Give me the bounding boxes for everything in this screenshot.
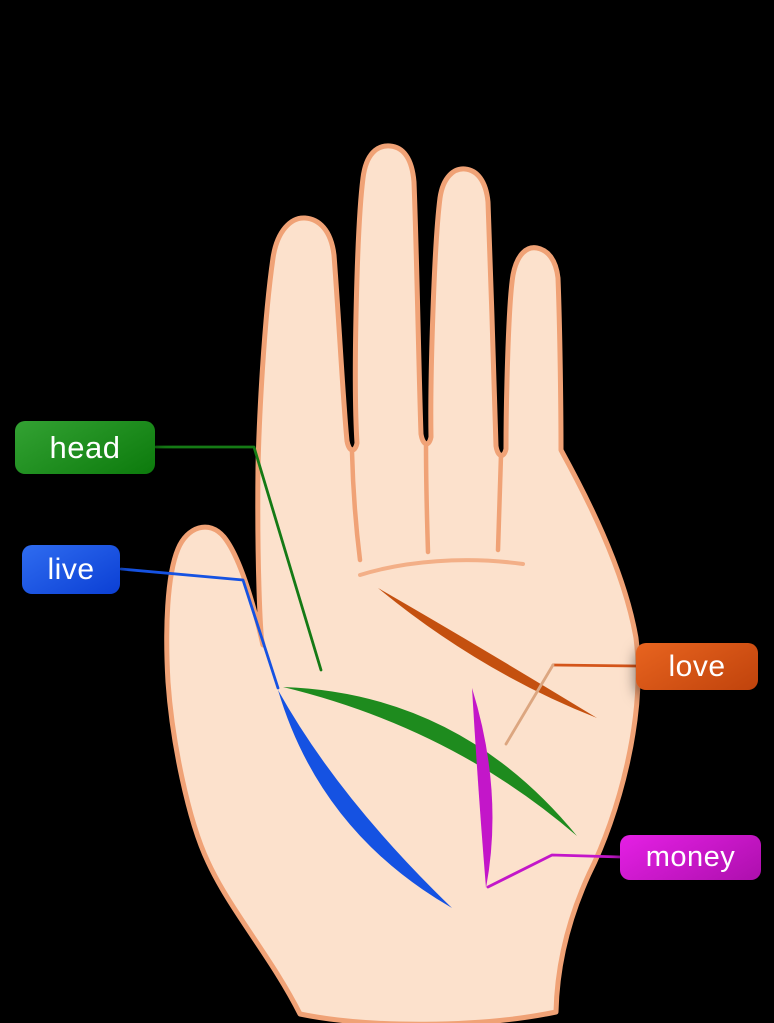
live-label-text: live (47, 552, 95, 586)
love-label: love (636, 643, 758, 690)
finger-crease-index-middle (349, 449, 363, 563)
money-label: money (620, 835, 761, 880)
live-label: live (22, 545, 120, 594)
love-label-text: love (668, 649, 726, 683)
money-label-text: money (645, 841, 736, 873)
hand-shape (164, 143, 641, 1023)
head-label: head (15, 421, 155, 474)
palm-top-crease (358, 558, 525, 577)
head-connector-line (154, 445, 323, 672)
money-connector-line (486, 853, 623, 889)
love-connector-line-on-palm (504, 663, 555, 746)
finger-crease-middle-ring (423, 441, 431, 555)
head-label-text: head (49, 429, 121, 465)
live-connector-line (119, 567, 280, 690)
love-connector-line (551, 663, 638, 668)
money-line (472, 688, 493, 888)
finger-crease-ring-pinky (495, 452, 504, 553)
